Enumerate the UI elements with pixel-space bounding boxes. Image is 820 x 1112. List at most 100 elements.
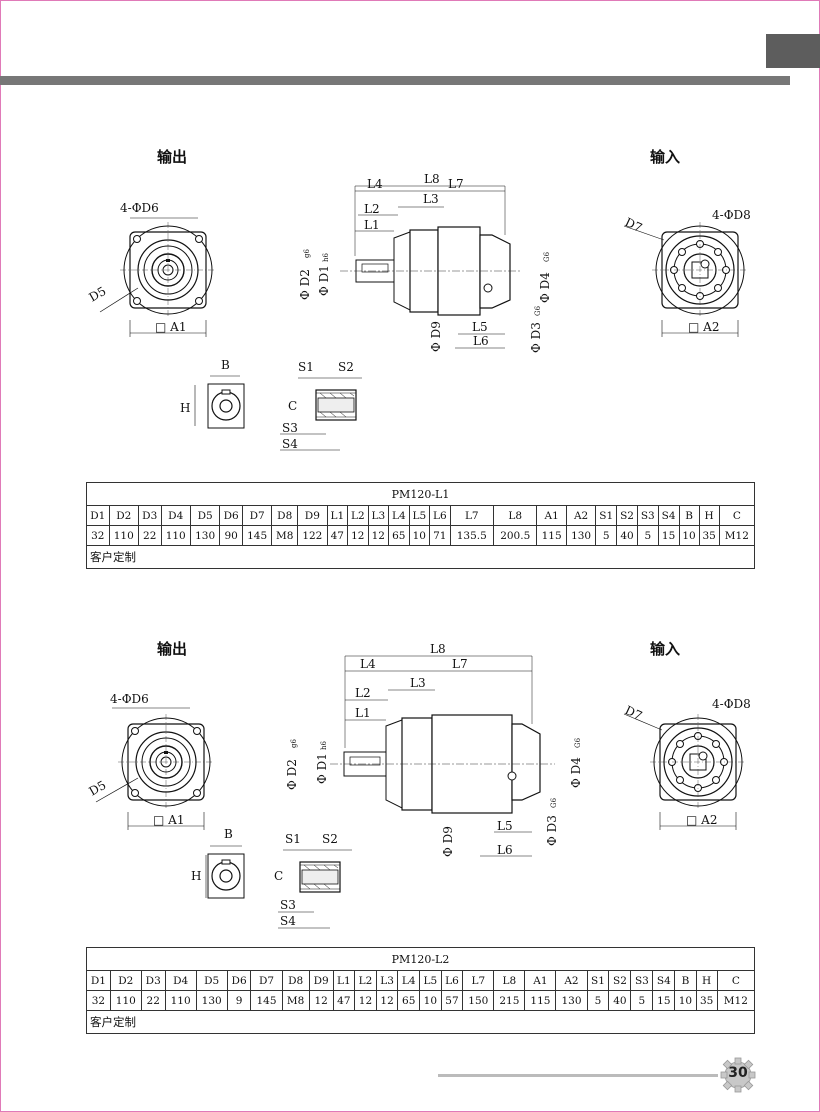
svg-text:L3: L3	[423, 192, 439, 206]
value-cell: 110	[164, 990, 197, 1011]
value-cell: 22	[137, 525, 162, 546]
header-cell: S3	[630, 970, 654, 991]
header-cell: D3	[140, 970, 166, 991]
value-cell: 47	[326, 525, 349, 546]
header-cell: L4	[397, 970, 421, 991]
header-cell: D3	[137, 505, 162, 526]
value-cell: 10	[678, 525, 700, 546]
header-cell: H	[695, 970, 718, 991]
table-note-1: 客户定制	[86, 545, 755, 569]
header-cell: D6	[219, 505, 243, 526]
value-cell: 145	[250, 990, 283, 1011]
input-label-2: 输入	[650, 640, 681, 658]
value-cell: 12	[354, 990, 377, 1011]
value-cell: 130	[555, 990, 588, 1011]
value-cell: M12	[716, 990, 756, 1011]
svg-text:H: H	[191, 869, 201, 883]
svg-text:D7: D7	[623, 215, 645, 235]
header-tab	[766, 34, 820, 68]
svg-text:G6: G6	[534, 305, 542, 316]
svg-text:Φ D9: Φ D9	[441, 826, 455, 857]
header-cell: L3	[367, 505, 390, 526]
side-view-2: L8 L4 L7 L3 L2 L1 Φ D2 g6 Φ D1 h6 Φ D4 G…	[285, 642, 583, 857]
value-cell: 10	[419, 990, 442, 1011]
table-title-1: PM120-L1	[86, 482, 755, 506]
value-cell: M8	[271, 525, 299, 546]
header-cell: D1	[86, 505, 110, 526]
value-cell: 10	[674, 990, 697, 1011]
value-cell: 35	[698, 525, 720, 546]
header-bar	[0, 76, 790, 85]
value-cell: 65	[388, 525, 410, 546]
header-cell: L1	[326, 505, 349, 526]
svg-text:L4: L4	[360, 657, 376, 671]
svg-text:Φ D2: Φ D2	[285, 759, 299, 790]
header-cell: D8	[281, 970, 310, 991]
header-cell: L5	[408, 505, 431, 526]
header-cell: D1	[86, 970, 111, 991]
header-cell: A1	[524, 970, 557, 991]
table-value-row-1: 32 110 22 110 130 90 145 M8 122 47 12 12…	[86, 525, 756, 546]
header-cell: S2	[608, 970, 632, 991]
header-cell: L2	[347, 505, 369, 526]
output-flange-view-2: D5 4-ΦD6 □ A1	[87, 692, 215, 830]
svg-text:B: B	[224, 827, 233, 841]
svg-text:□ A1: □ A1	[155, 320, 186, 334]
value-cell: 9	[226, 990, 252, 1011]
header-cell: B	[678, 505, 700, 526]
value-cell: 57	[440, 990, 464, 1011]
table-note-2: 客户定制	[86, 1010, 755, 1034]
svg-text:S3: S3	[282, 421, 298, 435]
svg-text:L2: L2	[355, 686, 371, 700]
value-cell: 47	[332, 990, 356, 1011]
header-cell: B	[674, 970, 697, 991]
svg-text:G6: G6	[543, 251, 551, 262]
key-detail-1: B H S1 S2 C S3 S4	[180, 358, 362, 451]
header-cell: L4	[388, 505, 410, 526]
header-cell: L2	[354, 970, 377, 991]
value-cell: 5	[636, 525, 659, 546]
header-cell: S4	[652, 970, 676, 991]
svg-text:L7: L7	[452, 657, 468, 671]
value-cell: 10	[408, 525, 431, 546]
svg-text:□ A2: □ A2	[688, 320, 719, 334]
svg-text:S2: S2	[322, 832, 338, 846]
svg-text:S1: S1	[298, 360, 314, 374]
value-cell: M12	[718, 525, 756, 546]
value-cell: M8	[281, 990, 310, 1011]
value-cell: 130	[565, 525, 597, 546]
header-cell: D4	[164, 970, 197, 991]
value-cell: 150	[462, 990, 495, 1011]
value-cell: 130	[195, 990, 228, 1011]
gear-icon	[720, 1057, 756, 1093]
header-cell: D9	[297, 505, 328, 526]
header-cell: D7	[241, 505, 273, 526]
value-cell: 12	[347, 525, 369, 546]
header-cell: S4	[657, 505, 680, 526]
value-cell: 35	[695, 990, 718, 1011]
svg-text:Φ D2: Φ D2	[298, 269, 312, 300]
svg-text:4-ΦD6: 4-ΦD6	[120, 201, 159, 215]
svg-text:S1: S1	[285, 832, 301, 846]
svg-text:Φ D3: Φ D3	[545, 815, 559, 846]
svg-text:L6: L6	[473, 334, 489, 348]
svg-text:h6: h6	[322, 252, 330, 262]
value-cell: 65	[397, 990, 421, 1011]
input-label-1: 输入	[650, 148, 681, 166]
value-cell: 40	[616, 525, 638, 546]
header-cell: L8	[493, 970, 526, 991]
output-label-2: 输出	[157, 640, 188, 658]
header-cell: D8	[271, 505, 299, 526]
svg-text:S4: S4	[282, 437, 298, 451]
value-cell: 12	[367, 525, 390, 546]
value-cell: 115	[524, 990, 557, 1011]
header-cell: L3	[375, 970, 399, 991]
value-cell: 32	[86, 990, 111, 1011]
value-cell: 110	[160, 525, 191, 546]
svg-text:4-ΦD6: 4-ΦD6	[110, 692, 149, 706]
key-detail-2: B H S1 S2 C S3 S4	[191, 827, 352, 929]
value-cell: 22	[140, 990, 166, 1011]
svg-text:Φ D9: Φ D9	[429, 321, 443, 352]
header-cell: A2	[555, 970, 588, 991]
